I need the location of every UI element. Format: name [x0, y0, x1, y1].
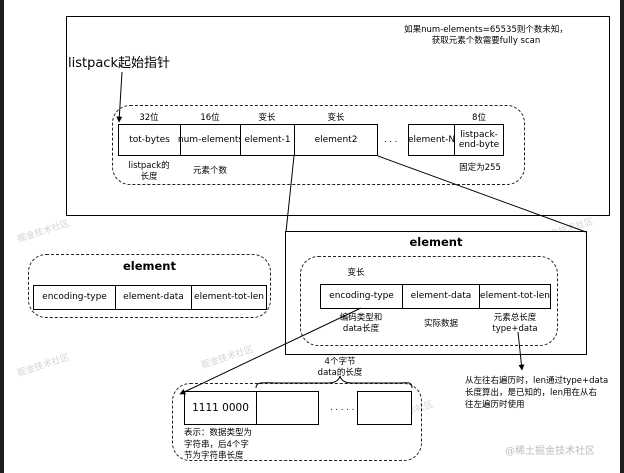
encoding-byte-cell: 1111 0000 — [184, 391, 257, 425]
cell-num-elements: num-elements — [178, 124, 243, 156]
left-frame-edge — [0, 0, 4, 473]
element-detail-title: element — [409, 235, 463, 249]
annotation-end-byte: 固定为255 — [459, 163, 501, 173]
ellipsis-bytes: . . . . . . — [330, 403, 360, 413]
annotation-encoding-type: 编码类型和 data长度 — [339, 313, 383, 334]
length-byte-cell-last — [357, 391, 412, 425]
note-traversal: 从左往右遍历时，len通过type+data 长度算出，是已知的，len用在从右… — [465, 376, 609, 410]
element-detail-frame — [300, 256, 558, 346]
detail-cell-element-tot-len: element-tot-len — [479, 284, 551, 309]
annotation-element-data: 实际数据 — [423, 319, 458, 329]
note-arrow — [517, 331, 525, 371]
listpack-row-frame — [112, 105, 525, 185]
site-signature: @稀土掘金技术社区 — [505, 446, 595, 457]
cell-element-tot-len: element-tot-len — [191, 285, 267, 310]
encoding-arrow — [179, 307, 362, 395]
length-byte-cell — [256, 391, 319, 425]
size-element-1: 变长 — [258, 113, 276, 123]
right-frame-edge — [620, 0, 624, 473]
cell-listpack-end-byte: listpack-end-byte — [454, 124, 504, 156]
pointer-arrow — [116, 71, 123, 123]
size-num-elements: 16位 — [200, 113, 220, 123]
annotation-tot-bytes: listpack的 长度 — [128, 161, 170, 182]
length-brace — [255, 375, 413, 389]
note-encoding-meaning: 表示：数据类型为 字符串，后4个字 节为字符串长度 — [184, 428, 253, 461]
size-end-byte: 8位 — [472, 113, 486, 123]
cell-element-n: element-N — [408, 124, 455, 156]
zoom-line-right — [377, 155, 587, 233]
cell-element-2: element2 — [294, 124, 378, 156]
note-num-elements-unknown: 如果num-elements=65535则个数未知， 获取元素个数需要fully… — [404, 25, 568, 46]
listpack-start-pointer-label: listpack起始指针 — [68, 56, 170, 71]
annotation-element-tot-len: 元素总长度 type+data — [492, 313, 538, 334]
zoom-line-left — [285, 155, 295, 233]
size-variable: 变长 — [347, 268, 365, 278]
ellipsis-elements: . . . — [384, 135, 398, 145]
element-structure-frame — [28, 254, 271, 318]
size-tot-bytes: 32位 — [139, 113, 159, 123]
element-title: element — [122, 259, 176, 273]
annotation-num-elements: 元素个数 — [192, 166, 227, 176]
detail-cell-encoding-type: encoding-type — [320, 284, 403, 309]
size-element-2: 变长 — [327, 113, 345, 123]
cell-element-data: element-data — [115, 285, 192, 310]
length-brace-label: 4个字节 data的长度 — [317, 357, 363, 378]
detail-cell-element-data: element-data — [402, 284, 480, 309]
